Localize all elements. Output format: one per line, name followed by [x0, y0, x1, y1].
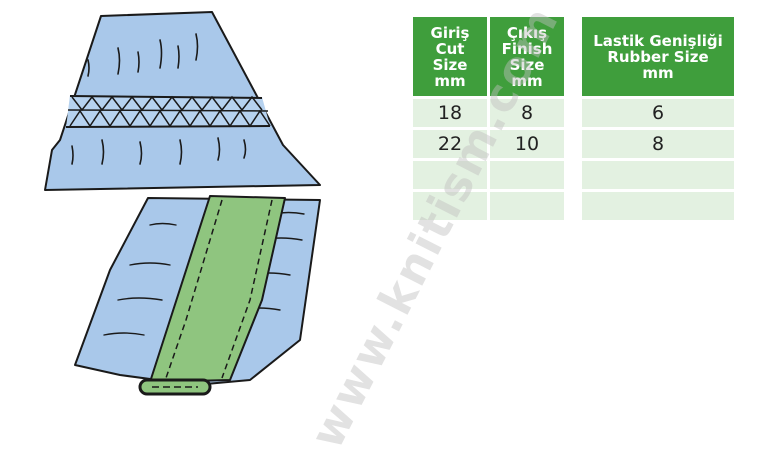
table-row: 8 [582, 130, 734, 158]
table-row [413, 161, 564, 189]
finish-size-cell: 8 [487, 99, 564, 127]
table-row: 22 10 [413, 130, 564, 158]
zigzag-stitch-lower [69, 109, 271, 128]
rubber-size-cell: 8 [582, 130, 734, 158]
rubber-elastic-strip [149, 195, 286, 383]
cut-size-header: Giriş Cut Size mm [413, 17, 487, 96]
finish-size-header: Çıkış Finish Size mm [487, 17, 564, 96]
cut-size-cell: 18 [413, 99, 487, 127]
finish-size-cell: 10 [487, 130, 564, 158]
rubber-size-header: Lastik Genişliği Rubber Size mm [582, 17, 734, 96]
cut-size-cell [413, 192, 487, 220]
cut-size-cell: 22 [413, 130, 487, 158]
cut-size-cell [413, 161, 487, 189]
rubber-size-cell: 6 [582, 99, 734, 127]
fabric-gather-marks [71, 33, 247, 165]
table-row [582, 161, 734, 189]
finish-size-cell [487, 192, 564, 220]
table-row [413, 192, 564, 220]
finish-size-cell [487, 161, 564, 189]
size-table: Giriş Cut Size mm Çıkış Finish Size mm 1… [413, 14, 564, 223]
rubber-size-table: Lastik Genişliği Rubber Size mm 6 8 [582, 14, 734, 223]
rubber-size-cell [582, 161, 734, 189]
rubber-size-cell [582, 192, 734, 220]
table-row [582, 192, 734, 220]
table-row: 6 [582, 99, 734, 127]
binding-illustration [44, 11, 321, 396]
table-row: 18 8 [413, 99, 564, 127]
zigzag-stitch-upper [71, 95, 263, 112]
